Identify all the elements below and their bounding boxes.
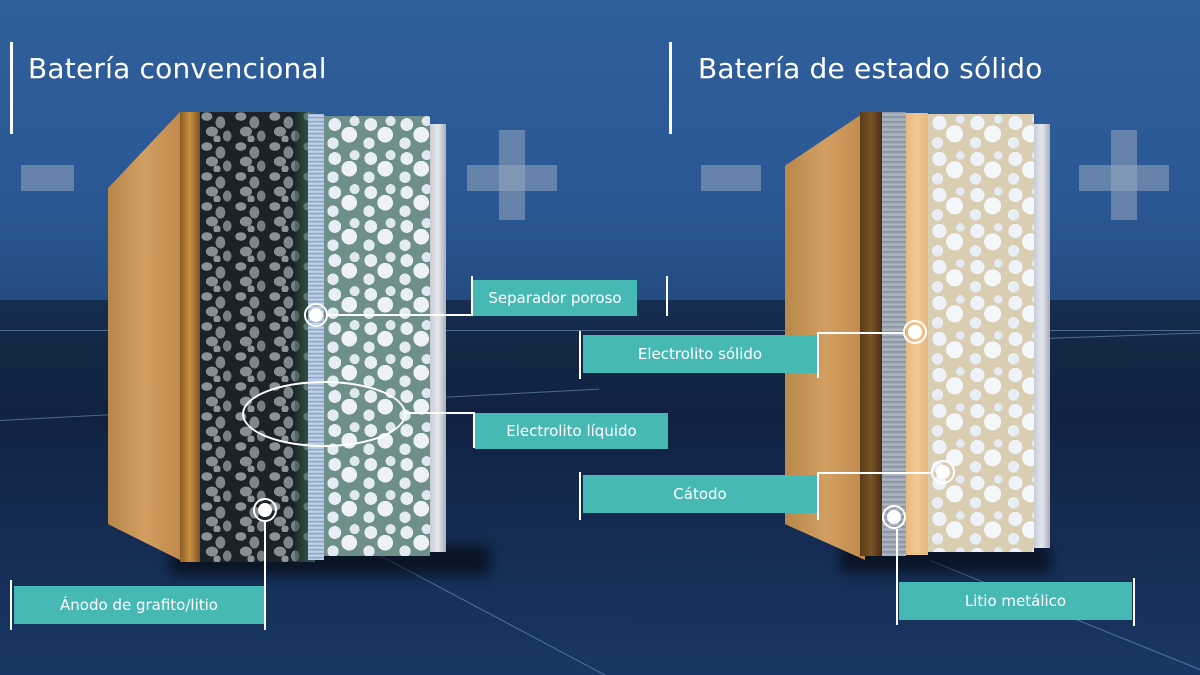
battery-side-face [108, 112, 180, 560]
aluminum-collector [1034, 124, 1050, 548]
callout-line [817, 332, 819, 378]
callout-marker-solid-electrolyte [903, 320, 927, 344]
label-anode-text: Ánodo de grafito/litio [60, 596, 218, 614]
label-lithium-metal: Litio metálico [899, 582, 1132, 620]
label-start-tick [10, 580, 12, 630]
callout-line [328, 314, 472, 316]
callout-line [817, 472, 819, 520]
callout-line [817, 332, 905, 334]
label-liquid-electrolyte-text: Electrolito líquido [506, 422, 637, 440]
label-start-tick [579, 331, 581, 379]
cathode-layer [928, 114, 1034, 552]
label-separator-text: Separador poroso [488, 289, 622, 307]
callout-marker-anode [253, 498, 277, 522]
porous-separator-layer [308, 114, 324, 560]
label-solid-electrolyte: Electrolito sólido [583, 335, 817, 373]
label-solid-electrolyte-text: Electrolito sólido [637, 345, 763, 363]
title-divider-left [10, 42, 13, 134]
floor-line [0, 330, 1200, 331]
callout-line [264, 522, 266, 630]
callout-marker-separator [304, 303, 328, 327]
aluminum-collector [430, 124, 446, 552]
label-anode: Ánodo de grafito/litio [14, 586, 264, 624]
callout-line [817, 472, 933, 474]
lithium-metal-layer [882, 112, 906, 556]
label-cathode-text: Cátodo [673, 485, 727, 503]
label-start-tick [579, 472, 581, 520]
callout-marker-lithium-metal [882, 505, 906, 529]
callout-line [471, 276, 473, 316]
callout-line [406, 412, 474, 414]
label-end-tick [666, 276, 668, 316]
callout-ellipse-liquid-electrolyte [242, 381, 406, 447]
callout-marker-cathode [931, 460, 955, 484]
cathode-layer [324, 116, 430, 556]
label-cathode: Cátodo [583, 475, 817, 513]
title-conventional: Batería convencional [28, 52, 327, 85]
title-solid-state: Batería de estado sólido [698, 52, 1043, 85]
label-liquid-electrolyte: Electrolito líquido [475, 413, 668, 449]
label-lithium-metal-text: Litio metálico [964, 592, 1067, 610]
label-end-tick [1133, 578, 1135, 626]
callout-line [473, 412, 475, 448]
copper-collector [860, 112, 882, 556]
title-divider-right [669, 42, 672, 134]
callout-line [896, 529, 898, 625]
label-separator: Separador poroso [473, 280, 637, 316]
anode-graphite-layer [200, 112, 310, 562]
copper-collector [180, 112, 200, 562]
